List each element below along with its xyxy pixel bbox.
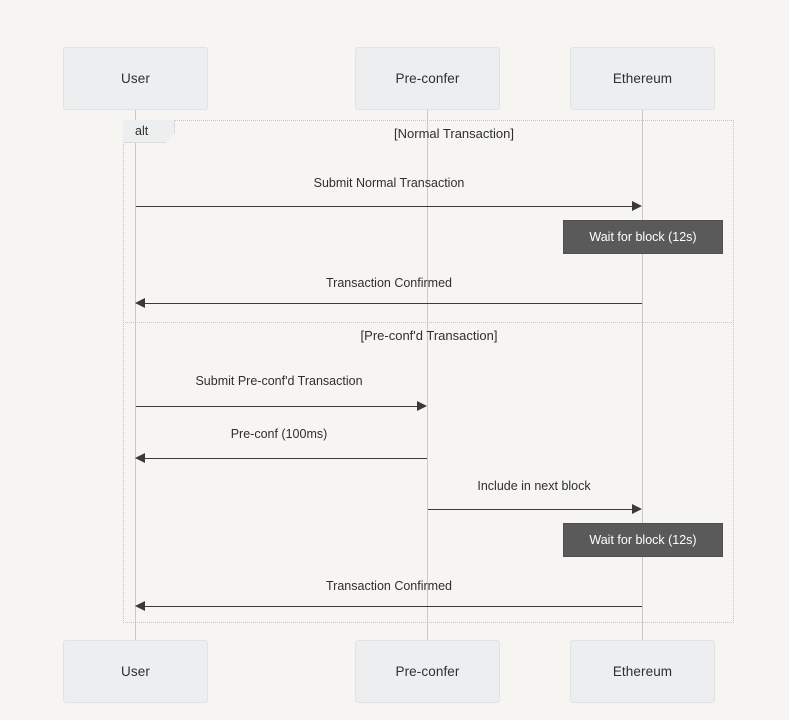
alt-condition-1: [Normal Transaction] [394,126,514,141]
alt-fragment-tab: alt [123,120,175,143]
note-text-1: Wait for block (12s) [589,230,697,244]
message-line-1 [136,206,632,207]
message-text-2: Transaction Confirmed [326,276,452,290]
participant-box-user-top[interactable]: User [63,47,208,110]
message-arrowhead-6 [135,601,145,611]
message-arrowhead-2 [135,298,145,308]
message-line-4 [145,458,427,459]
message-label-3: Submit Pre-conf'd Transaction [195,374,362,388]
message-arrowhead-3 [417,401,427,411]
message-line-6 [145,606,642,607]
message-arrowhead-5 [632,504,642,514]
alt-fragment-tab-label: alt [135,124,149,138]
participant-label-preconfer-bottom: Pre-confer [395,664,460,679]
message-arrowhead-1 [632,201,642,211]
message-text-1: Submit Normal Transaction [313,176,465,190]
message-text-4: Pre-conf (100ms) [230,427,328,441]
lifeline-preconfer [427,110,428,640]
alt-condition-1-label: [Normal Transaction] [394,126,514,141]
participant-label-ethereum-top: Ethereum [612,71,673,86]
message-label-4: Pre-conf (100ms) [231,427,328,441]
alt-section-divider [123,322,734,323]
alt-condition-2: [Pre-conf'd Transaction] [361,328,498,343]
message-line-5 [428,509,632,510]
note-box-2: Wait for block (12s) [563,523,723,557]
note-box-1: Wait for block (12s) [563,220,723,254]
participant-box-ethereum-top[interactable]: Ethereum [570,47,715,110]
participant-label-ethereum-bottom: Ethereum [612,664,673,679]
message-label-5: Include in next block [477,479,590,493]
message-line-3 [136,406,417,407]
message-label-6: Transaction Confirmed [326,579,452,593]
participant-box-ethereum-bottom[interactable]: Ethereum [570,640,715,703]
participant-box-preconfer-top[interactable]: Pre-confer [355,47,500,110]
message-label-1: Submit Normal Transaction [314,176,465,190]
message-text-6: Transaction Confirmed [326,579,452,593]
participant-box-preconfer-bottom[interactable]: Pre-confer [355,640,500,703]
participant-box-user-bottom[interactable]: User [63,640,208,703]
message-line-2 [145,303,642,304]
note-text-2: Wait for block (12s) [589,533,697,547]
alt-fragment-frame [123,120,734,623]
message-arrowhead-4 [135,453,145,463]
participant-label-preconfer-top: Pre-confer [395,71,460,86]
participant-label-user-bottom: User [121,664,150,679]
alt-condition-2-label: [Pre-conf'd Transaction] [360,328,498,343]
message-text-3: Submit Pre-conf'd Transaction [195,374,363,388]
participant-label-user-top: User [121,71,150,86]
message-label-2: Transaction Confirmed [326,276,452,290]
lifeline-ethereum [642,110,643,640]
message-text-5: Include in next block [477,479,591,493]
lifeline-user [135,110,136,640]
